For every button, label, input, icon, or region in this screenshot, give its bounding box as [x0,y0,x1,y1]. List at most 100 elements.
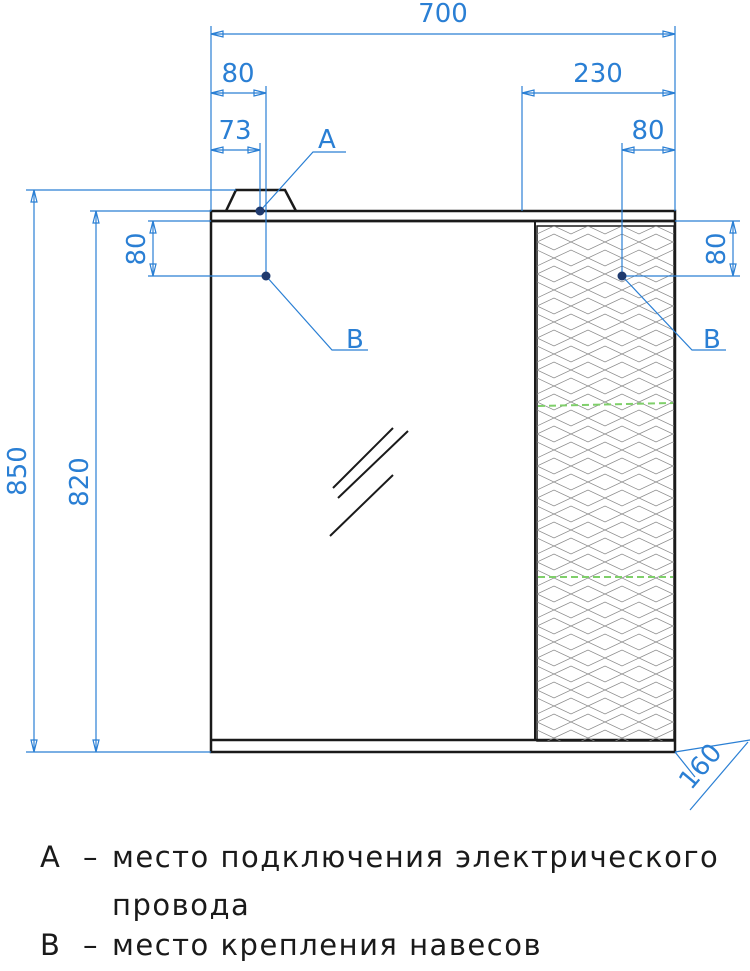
diamond-tile [604,553,640,571]
diamond-tile [587,313,623,331]
diamond-tile [553,601,589,619]
diamond-tile [553,226,589,235]
diamond-tile [537,369,538,371]
legend-dash-b: – [83,928,99,962]
diamond-tile [707,586,741,602]
diamond-tile [655,697,674,715]
diamond-tile [672,561,674,563]
diamond-tile [621,441,657,459]
diamond-tile [587,537,623,555]
diamond-tile [486,730,520,746]
diamond-tile [553,377,589,395]
diamond-tile [486,442,520,458]
marker-b-left-label: B [346,325,364,355]
diamond-tile [655,633,674,651]
diamond-tile [570,489,606,507]
diamond-tile [621,697,657,715]
diamond-tile [638,681,674,699]
diamond-tile [537,553,572,571]
diamond-tile [587,729,623,741]
diamond-tile [537,593,538,595]
diamond-tile [553,665,589,683]
diamond-tile [537,233,572,251]
diamond-tile [604,361,640,379]
diamond-tile [486,538,520,554]
diamond-tile [537,297,572,315]
diamond-tile [537,465,538,467]
diamond-tile [672,465,674,467]
diamond-tile [570,233,606,251]
diamond-tile [672,369,674,371]
diamond-tile [621,345,657,363]
diamond-tile [690,442,724,458]
diamond-tile [672,529,674,531]
diamond-tile [537,625,538,627]
diamond-tile [553,537,589,555]
diamond-tile [570,649,606,667]
diamond-tile [604,649,640,667]
diamond-tile [672,721,674,723]
diamond-tile [587,281,623,299]
diamond-tile [537,401,538,403]
diamond-tile [672,305,674,307]
legend-key-b: B [40,928,62,962]
diamond-tile [604,457,640,475]
diamond-tile [587,505,623,523]
diamond-tile [638,649,674,667]
diamond-tile [638,425,674,443]
diamond-tile [621,249,657,267]
diamond-tile [672,337,674,339]
diamond-tile [672,689,674,691]
diamond-tile [621,505,657,523]
legend-text-b: место крепления навесов [112,928,543,962]
legend-line-a: A–место подключения электрического [40,840,719,874]
diamond-tile [621,473,657,491]
diamond-tile [537,713,572,731]
glass-shelf-upper [537,402,674,407]
diamond-tile [672,273,674,275]
diamond-tile [570,681,606,699]
diamond-tile [673,202,707,218]
diamond-tile [638,361,674,379]
diamond-tile [537,585,572,603]
diamond-tile [486,602,520,618]
diamond-tile [587,249,623,267]
hanger-point-left [261,271,271,281]
diamond-tile [604,585,640,603]
diamond-tile [570,393,606,411]
dim-right-80: 80 [631,116,664,146]
diamond-tile [553,729,589,741]
dim-left-80: 80 [221,59,254,89]
diamond-tile [537,273,538,275]
diamond-tile [621,729,657,741]
diamond-tile [638,521,674,539]
diamond-tile [655,409,674,427]
dim-depth-160: 160 [673,738,728,795]
diamond-tile [553,697,589,715]
diamond-tile [672,497,674,499]
diamond-tile [537,489,572,507]
diamond-tile [537,561,538,563]
diamond-tile [537,361,572,379]
diamond-tile [621,377,657,395]
diamond-tile [605,746,639,762]
diamond-tile [604,681,640,699]
diamond-tile [672,433,674,435]
diamond-tile [570,425,606,443]
diamond-tile [537,329,572,347]
diamond-tile [638,585,674,603]
diamond-tile [537,393,572,411]
diamond-tile [486,378,520,394]
diamond-tile [570,521,606,539]
diamond-tile [707,298,741,314]
diamond-tile [486,570,520,586]
diamond-tile [553,505,589,523]
diamond-tile [537,681,572,699]
diamond-tile [672,657,674,659]
marker-b-right-label: B [703,325,721,355]
dim-left-73: 73 [218,116,251,146]
dim-right-vertical-80: 80 [702,232,732,265]
diamond-tile [553,313,589,331]
diamond-tile [486,314,520,330]
